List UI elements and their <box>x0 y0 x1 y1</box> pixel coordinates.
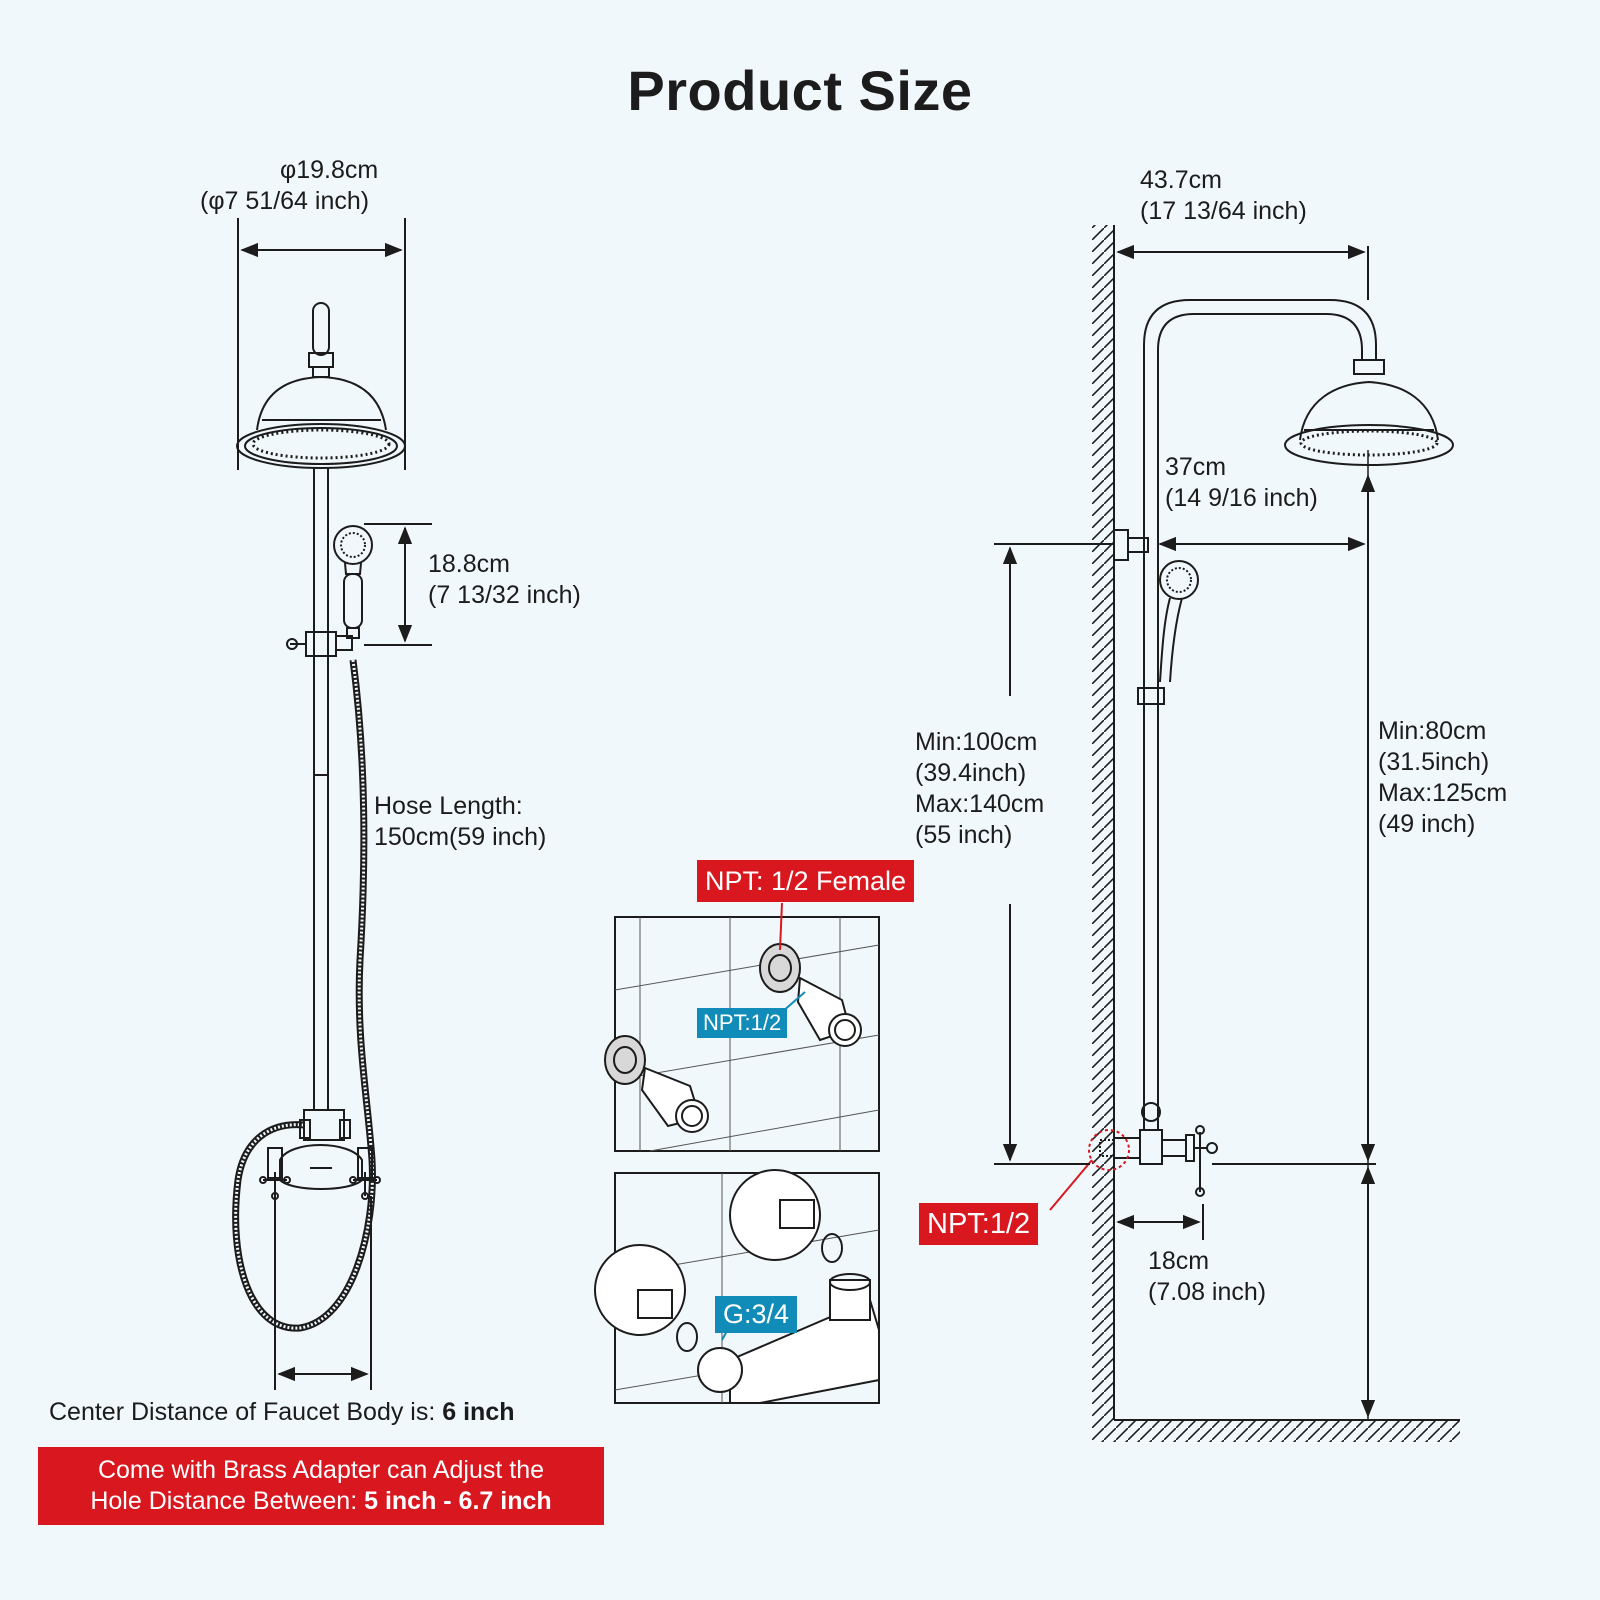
side-view-shower <box>994 225 1460 1442</box>
center-distance-note: Center Distance of Faucet Body is: 6 inc… <box>49 1398 515 1426</box>
front-view-shower <box>232 218 432 1390</box>
hose-length-label: Hose Length: 150cm(59 inch) <box>374 792 547 851</box>
overall-width-label: 43.7cm (17 13/64 inch) <box>1140 166 1307 225</box>
arm-reach-label: 37cm (14 9/16 inch) <box>1165 453 1318 512</box>
floor-height-label: Min:80cm (31.5inch) Max:125cm (49 inch) <box>1378 717 1508 838</box>
head-height-label: Min:100cm (39.4inch) Max:140cm (55 inch) <box>915 728 1045 849</box>
wall-offset-label: 18cm (7.08 inch) <box>1148 1247 1267 1306</box>
page-title: Product Size <box>627 59 973 122</box>
head-diameter-label: φ19.8cm (φ7 51/64 inch) <box>200 156 379 215</box>
g34-tag: G:3/4 <box>715 1296 798 1333</box>
npt-half-tag: NPT:1/2 <box>697 1008 788 1038</box>
detail-panel-bottom <box>594 1169 880 1404</box>
handheld-length-label: 18.8cm (7 13/32 inch) <box>428 550 581 609</box>
npt-female-tag: NPT: 1/2 Female <box>697 860 915 902</box>
npt-inlet-tag: NPT:1/2 <box>919 1203 1039 1245</box>
adapter-callout: Come with Brass Adapter can Adjust the H… <box>38 1447 604 1525</box>
